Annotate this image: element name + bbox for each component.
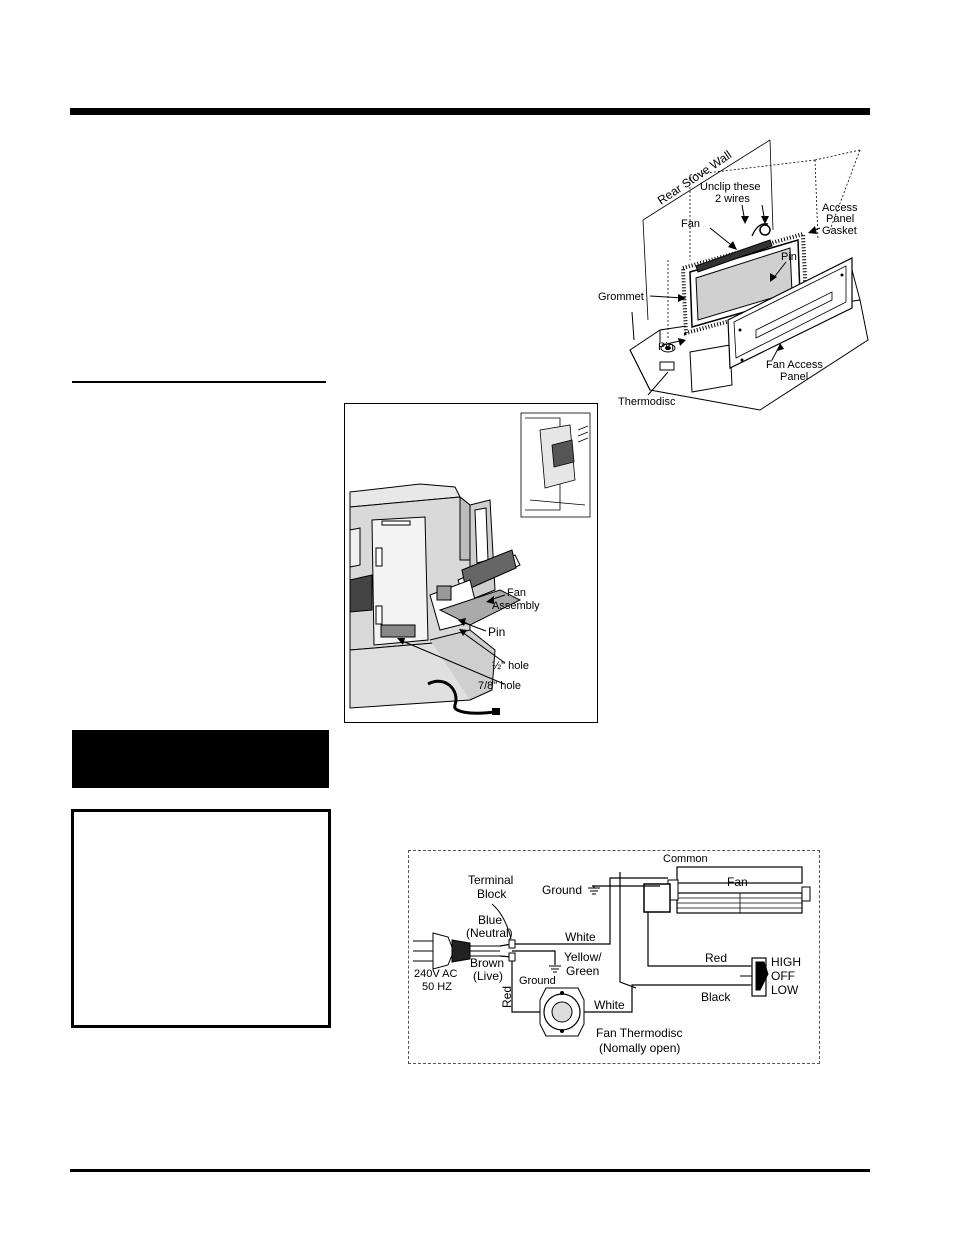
label-ground-mid: Ground — [519, 975, 556, 987]
label-yellow-green-2: Green — [566, 964, 599, 978]
label-access-2: Panel — [826, 213, 854, 225]
fan-assembly-part — [429, 549, 522, 631]
label-black-right: Black — [701, 990, 731, 1004]
label-fan-wiring: Fan — [727, 875, 748, 889]
wiring-diagram: Common Fan Terminal Block Ground Blue (N… — [413, 853, 811, 1055]
label-brown-1: Brown — [470, 956, 504, 970]
label-thermodisc-1: Fan Thermodisc — [596, 1026, 682, 1040]
label-blue-2: (Neutral) — [466, 926, 513, 940]
warning-header-box — [72, 730, 329, 788]
label-fan-access-1: Fan Access — [766, 359, 823, 371]
label-ground-top: Ground — [542, 883, 582, 897]
power-cord — [427, 679, 496, 715]
power-plug-symbol — [413, 932, 500, 970]
label-switch-off: OFF — [771, 969, 795, 983]
label-power-1: 240V AC — [414, 968, 457, 980]
label-brown-2: (Live) — [473, 969, 503, 983]
thermodisc-symbol — [539, 987, 585, 1037]
header-rule — [70, 108, 870, 115]
rear-wall-outline — [642, 139, 861, 340]
label-pin-bottom: Pin — [658, 341, 674, 353]
label-red-right: Red — [705, 951, 727, 965]
label-red-vertical: Red — [500, 986, 514, 1008]
label-terminal-1: Terminal — [468, 873, 513, 887]
label-white-bottom: White — [594, 998, 625, 1012]
label-access-3: Gasket — [822, 225, 857, 237]
warning-text-box — [71, 809, 331, 1028]
label-access-1: Access — [822, 202, 858, 214]
inset-thumbnail — [520, 412, 591, 518]
label-yellow-green-1: Yellow/ — [564, 950, 602, 964]
label-pin: Pin — [488, 625, 505, 639]
label-unclip-2: 2 wires — [715, 193, 750, 205]
label-common: Common — [663, 853, 708, 865]
label-power-2: 50 HZ — [422, 981, 452, 993]
wiring-diagram-frame — [408, 850, 820, 1064]
label-pin-top: Pin — [781, 251, 797, 263]
label-switch-high: HIGH — [771, 955, 801, 969]
leader-lines-2 — [399, 594, 506, 685]
label-switch-low: LOW — [771, 983, 799, 997]
fan-access-panel — [727, 257, 853, 369]
fan-symbol — [643, 866, 811, 914]
terminal-block — [491, 903, 516, 962]
wires — [499, 872, 750, 1013]
fan-switch — [740, 957, 769, 997]
label-terminal-2: Block — [477, 887, 507, 901]
stove-base — [629, 269, 869, 411]
label-thermodisc: Thermodisc — [618, 396, 676, 408]
label-fan-assembly-2: Assembly — [492, 600, 540, 612]
fan-unit — [695, 223, 773, 273]
label-unclip-1: Unclip these — [700, 181, 761, 193]
arrow-heads-2 — [397, 596, 494, 645]
label-fan: Fan — [681, 218, 700, 230]
label-white-top: White — [565, 930, 596, 944]
label-half-hole: ½" hole — [492, 660, 529, 672]
label-fan-access-2: Panel — [780, 371, 808, 383]
figure-fan-access-panel: Rear Stove Wall Unclip these 2 wires Fan… — [598, 139, 869, 411]
arrow-heads — [678, 216, 817, 351]
power-plug — [492, 708, 500, 715]
figure-fan-assembly: Fan Assembly Pin ½" hole 7/8" hole — [349, 412, 591, 715]
label-fan-assembly-1: Fan — [507, 587, 526, 599]
section-rule — [72, 381, 326, 383]
label-thermodisc-2: (Nomally open) — [599, 1041, 680, 1055]
stove-body — [349, 483, 496, 709]
ground-symbols — [549, 887, 600, 973]
footer-rule — [70, 1169, 870, 1172]
label-blue-1: Blue — [478, 913, 502, 927]
label-grommet: Grommet — [598, 291, 644, 303]
label-seven-eighth-hole: 7/8" hole — [478, 680, 521, 692]
